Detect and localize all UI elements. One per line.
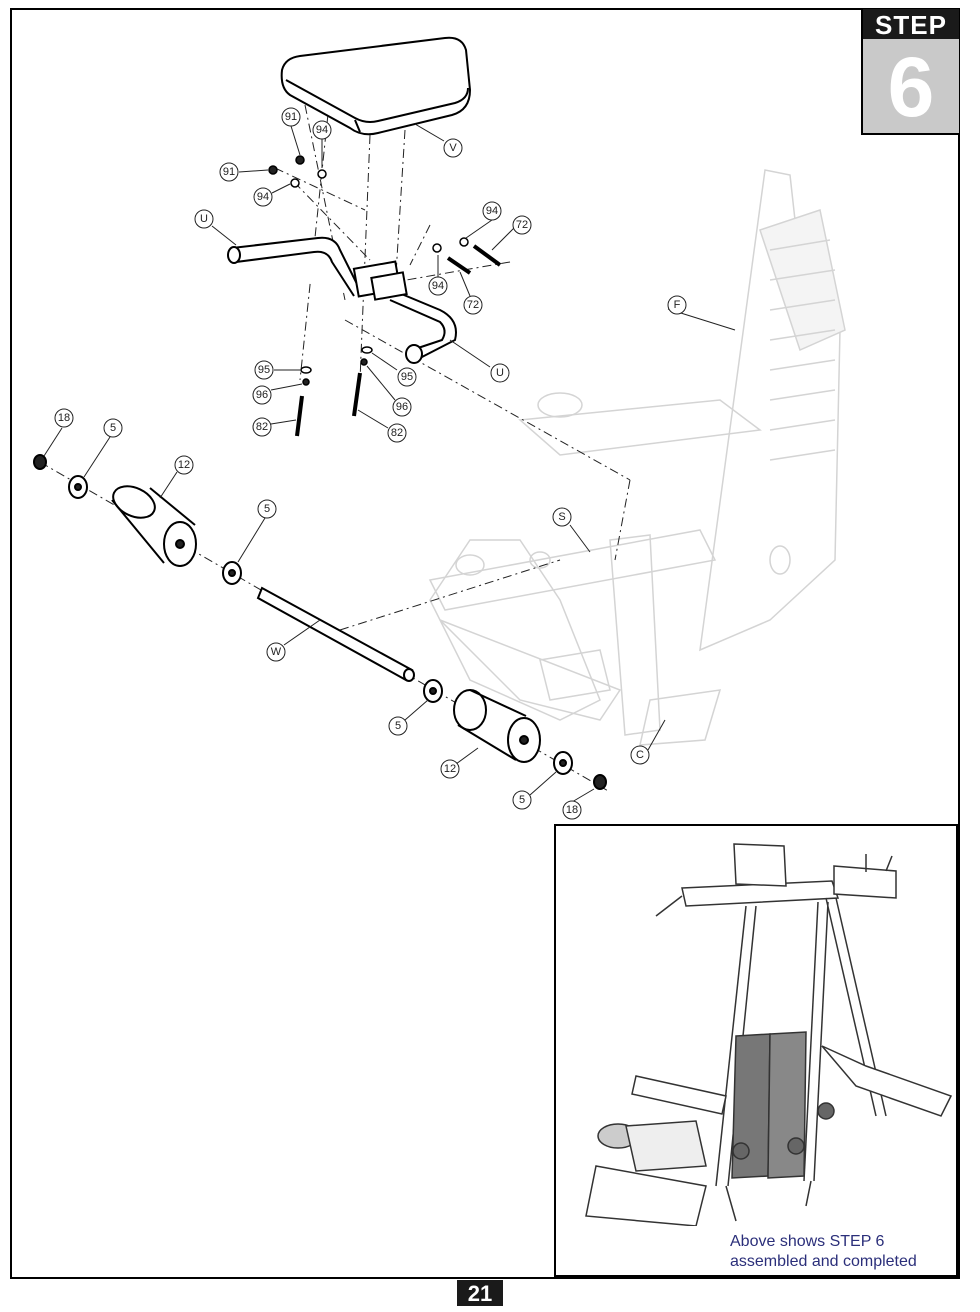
callout-18-left: 18	[54, 408, 74, 428]
callout-12-left: 12	[174, 455, 194, 475]
svg-text:91: 91	[223, 166, 235, 178]
svg-text:72: 72	[516, 219, 528, 231]
svg-text:18: 18	[566, 804, 578, 816]
callout-94-right-top: 94	[482, 201, 502, 221]
svg-text:W: W	[271, 646, 282, 658]
callout-95-left: 95	[254, 360, 274, 380]
svg-text:94: 94	[257, 191, 269, 203]
callout-96-right: 96	[392, 397, 412, 417]
inset-caption: Above shows STEP 6 assembled and complet…	[730, 1232, 956, 1272]
callout-72-top: 72	[512, 215, 532, 235]
seat-frame-U	[227, 236, 457, 364]
svg-text:96: 96	[256, 389, 268, 401]
caption-line-1: Above shows STEP 6	[730, 1233, 885, 1250]
callout-96-left: 96	[252, 385, 272, 405]
svg-text:91: 91	[285, 111, 297, 123]
completed-assembly-inset: Above shows STEP 6 assembled and complet…	[554, 824, 958, 1277]
background-frame-drawing	[428, 169, 846, 746]
caption-line-2: assembled and completed	[730, 1253, 917, 1270]
step-badge: STEP 6	[861, 9, 959, 135]
svg-text:12: 12	[444, 763, 456, 775]
svg-text:U: U	[200, 213, 208, 225]
callout-F: F	[667, 295, 687, 315]
callout-95-right: 95	[397, 367, 417, 387]
svg-text:S: S	[558, 511, 565, 523]
callout-5-second: 5	[257, 499, 277, 519]
svg-text:94: 94	[316, 124, 328, 136]
svg-text:12: 12	[178, 459, 190, 471]
callout-U-right: U	[490, 363, 510, 383]
svg-text:94: 94	[432, 280, 444, 292]
roller-assembly	[33, 454, 607, 790]
svg-text:5: 5	[395, 720, 401, 732]
callout-91-lower: 91	[219, 162, 239, 182]
callout-U-left: U	[194, 209, 214, 229]
step-number: 6	[863, 39, 959, 134]
callout-12-right: 12	[440, 759, 460, 779]
svg-text:U: U	[496, 367, 504, 379]
callout-5-fourth: 5	[512, 790, 532, 810]
callout-82-right: 82	[387, 423, 407, 443]
callout-94-lower: 94	[253, 187, 273, 207]
svg-text:95: 95	[258, 364, 270, 376]
callout-V: V	[443, 138, 463, 158]
svg-text:18: 18	[58, 412, 70, 424]
svg-text:72: 72	[467, 299, 479, 311]
callout-82-left: 82	[252, 417, 272, 437]
assembly-lines	[39, 94, 631, 793]
page-frame	[10, 8, 960, 1279]
callout-94-upper: 94	[312, 120, 332, 140]
callout-94-right-mid: 94	[428, 276, 448, 296]
callout-5-third: 5	[388, 716, 408, 736]
svg-text:96: 96	[396, 401, 408, 413]
svg-text:94: 94	[486, 205, 498, 217]
svg-text:F: F	[674, 299, 681, 311]
seat-pad-V	[280, 36, 472, 136]
callout-91-upper: 91	[281, 107, 301, 127]
completed-gym-illustration	[585, 843, 953, 1226]
callout-S: S	[552, 507, 572, 527]
svg-text:V: V	[449, 142, 457, 154]
callout-W: W	[266, 642, 286, 662]
svg-text:5: 5	[110, 422, 116, 434]
svg-text:95: 95	[401, 371, 413, 383]
svg-text:82: 82	[391, 427, 403, 439]
page-number: 21	[457, 1280, 503, 1306]
callout-18-right: 18	[562, 800, 582, 820]
callout-C: C	[630, 745, 650, 765]
callout-72-mid: 72	[463, 295, 483, 315]
callout-5-first: 5	[103, 418, 123, 438]
svg-text:82: 82	[256, 421, 268, 433]
hardware-parts	[268, 155, 502, 437]
svg-text:5: 5	[264, 503, 270, 515]
svg-text:5: 5	[519, 794, 525, 806]
step-label: STEP	[863, 9, 959, 40]
callout-leaders	[43, 123, 736, 803]
svg-text:C: C	[636, 749, 644, 761]
